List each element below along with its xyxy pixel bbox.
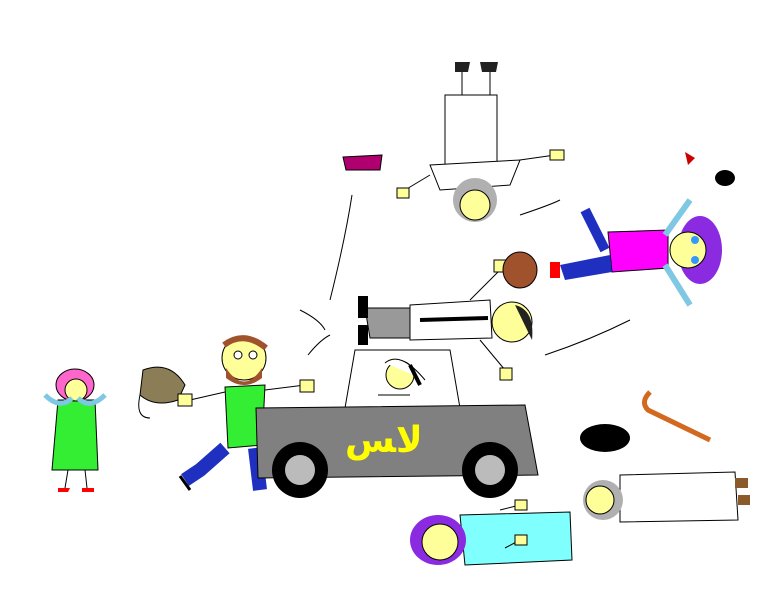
car-driver xyxy=(378,358,426,396)
black-shoe xyxy=(580,424,630,452)
bearded-man-green-shirt xyxy=(177,335,315,491)
flying-man-suit xyxy=(358,251,538,381)
girl-covering-eyes xyxy=(43,368,107,492)
falling-objects xyxy=(685,152,735,186)
upside-down-man-white xyxy=(396,62,565,222)
olive-handbag xyxy=(138,366,186,419)
woman-lying-cyan xyxy=(410,499,573,566)
purple-hat xyxy=(342,154,383,171)
car-lettering: ﻻﺲ xyxy=(345,420,423,461)
walking-cane xyxy=(642,390,712,443)
woman-magenta-flying xyxy=(550,198,722,307)
old-man-lying xyxy=(583,471,750,523)
motion-lines xyxy=(299,194,631,356)
